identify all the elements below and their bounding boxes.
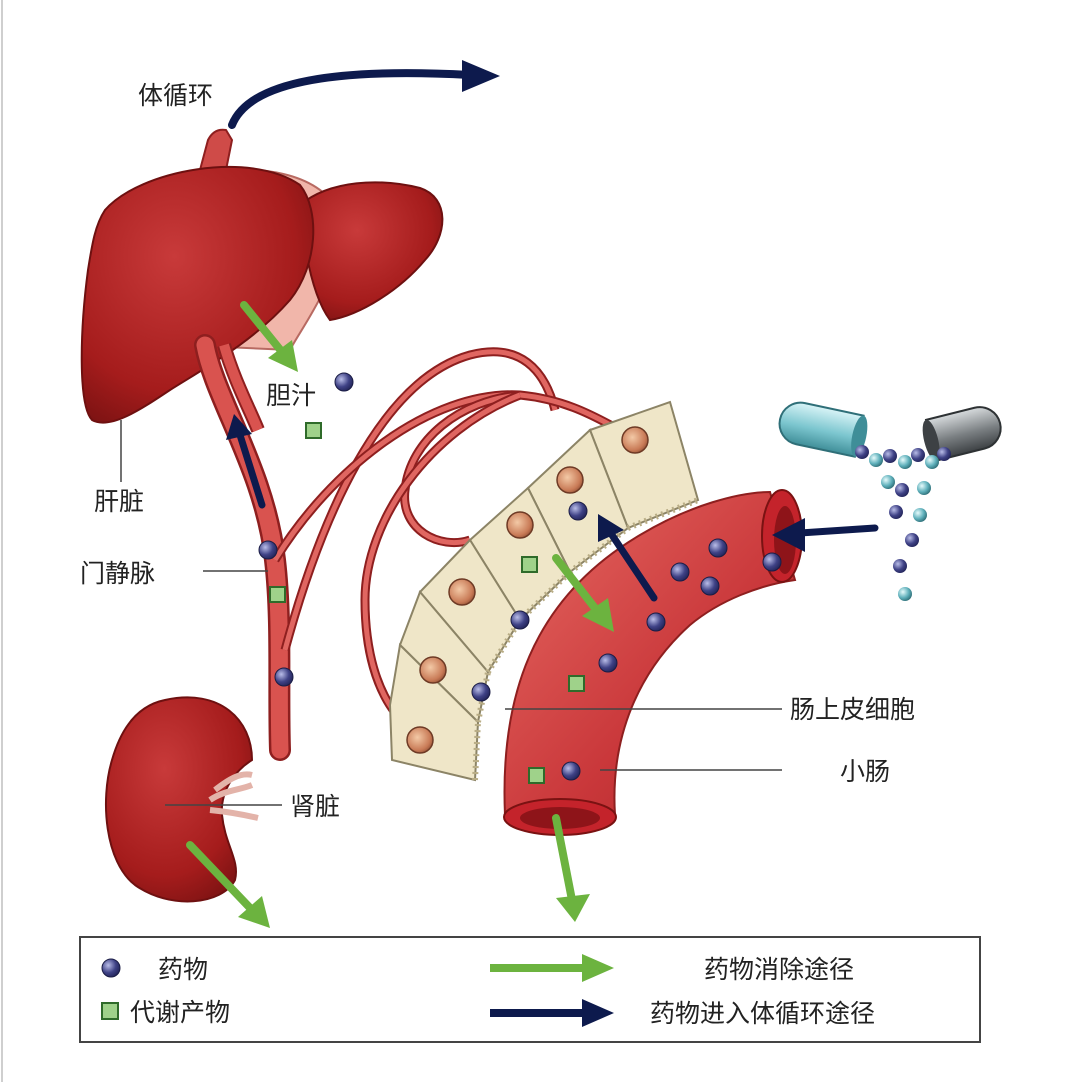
hepatic-vein [198,128,234,171]
small-intestine [503,489,803,836]
drug-entry-arrow [796,524,879,537]
capsule-icon [778,401,1002,462]
capsule-granules [855,445,951,601]
label-liver: 肝脏 [94,487,144,516]
drug-entry-arrow-head [772,518,805,552]
legend-drug-label: 药物 [158,955,208,984]
legend-box [79,936,981,1043]
legend-elimination-label: 药物消除途径 [704,955,854,984]
leader-lines [120,420,782,806]
systemic-circulation-arrow-head [462,60,500,92]
metabolite-squares [269,422,585,784]
label-portal-vein: 门静脉 [80,559,155,588]
intestinal-epithelium [388,400,700,782]
legend-green-arrow-head [582,954,614,982]
legend-drug-icon [101,958,121,978]
legend-navy-arrow-head [582,999,614,1027]
elimination-arrows [186,301,614,928]
label-kidney: 肾脏 [290,792,340,821]
label-small-intestine: 小肠 [840,757,890,786]
drug-dots [258,372,782,781]
liver [80,165,444,424]
legend-circulation-label: 药物进入体循环途径 [650,999,875,1028]
label-bile: 胆汁 [266,381,316,410]
label-intestinal-epithelial-cells: 肠上皮细胞 [790,695,915,724]
legend-metabolite-icon [101,1002,119,1020]
legend-metabolite-label: 代谢产物 [130,998,230,1027]
cell-nuclei [406,426,649,754]
kidney [104,696,259,903]
legend: 药物 代谢产物 药物消除途径 药物进入体循环途径 [79,936,981,1043]
portal-branch [219,343,263,432]
microvilli-border [472,497,700,781]
systemic-circulation-arrow [228,69,474,129]
label-systemic-circulation: 体循环 [138,81,213,110]
absorption-arrows [226,414,658,602]
